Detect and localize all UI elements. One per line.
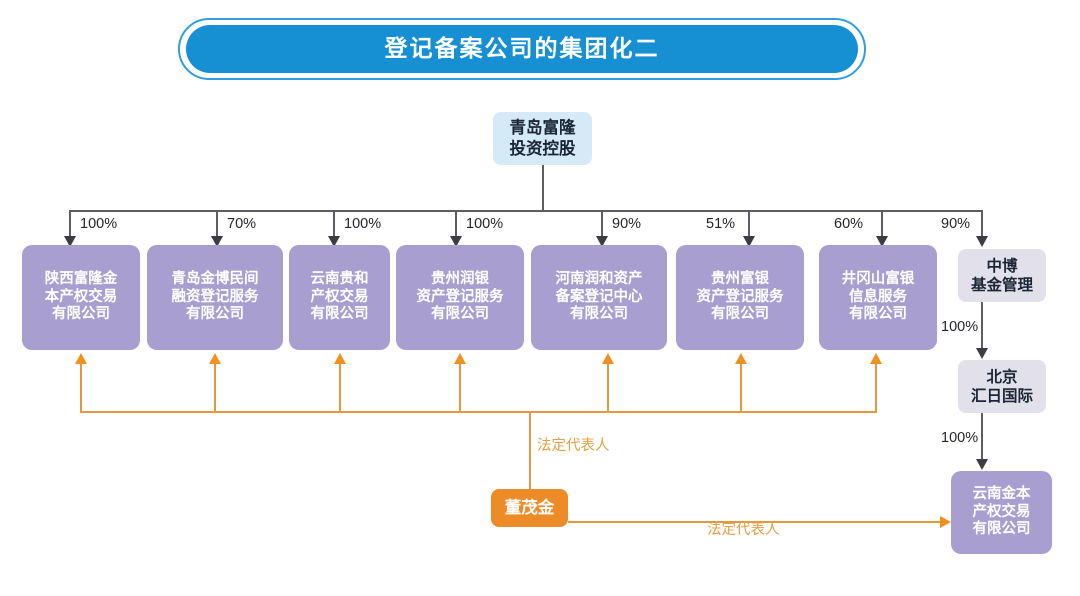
subsidiary-4-line-2: 资产登记服务: [416, 288, 504, 305]
orange-arrow-up-1: [75, 353, 87, 364]
node-subsidiary-5[interactable]: 河南润和资产 备案登记中心 有限公司: [531, 245, 667, 350]
orange-arrow-up-6: [735, 353, 747, 364]
drop-line-6: [748, 210, 750, 242]
subsidiary-1-line-3: 有限公司: [52, 306, 110, 323]
root-stem-line: [542, 165, 544, 211]
orange-bus-line: [80, 411, 877, 413]
title-outer-ring: [178, 18, 866, 80]
subsidiary-3-line-1: 云南贵和: [310, 270, 369, 287]
arrow-down-beijing-to-yunnan: [976, 459, 988, 470]
arrow-down-7: [876, 236, 888, 247]
pct-label-2: 70%: [227, 216, 257, 232]
drop-line-4: [455, 210, 457, 242]
orange-person-riser: [529, 411, 531, 489]
page-title: 登记备案公司的集团化二: [384, 35, 660, 62]
subsidiary-7-line-3: 有限公司: [849, 306, 907, 323]
pct-label-1: 100%: [80, 216, 118, 232]
orange-riser-2: [214, 364, 216, 412]
subsidiary-4-line-3: 有限公司: [431, 306, 489, 323]
node-subsidiary-7[interactable]: 井冈山富银 信息服务 有限公司: [819, 245, 937, 350]
orange-riser-6: [740, 364, 742, 412]
subsidiary-2-line-2: 融资登记服务: [171, 288, 259, 305]
orange-riser-5: [607, 364, 609, 412]
drop-line-3: [333, 210, 335, 242]
legal-rep-label-right: 法定代表人: [707, 522, 780, 538]
beijing-line-2: 汇日国际: [970, 386, 1033, 405]
beijing-line-1: 北京: [986, 367, 1018, 386]
node-subsidiary-6[interactable]: 贵州富银 资产登记服务 有限公司: [676, 245, 804, 350]
subsidiary-4-line-1: 贵州润银: [431, 270, 489, 287]
subsidiary-6-line-3: 有限公司: [711, 306, 769, 323]
yunnan-line-3: 有限公司: [972, 521, 1031, 538]
node-zhongbo-fund[interactable]: 中博 基金管理: [958, 249, 1046, 302]
legal-rep-label-up: 法定代表人: [537, 438, 610, 454]
node-yunnan-jinben[interactable]: 云南金本 产权交易 有限公司: [951, 471, 1052, 554]
arrow-down-1: [64, 236, 76, 247]
pct-label-right-branch: 90%: [941, 216, 971, 232]
diagram-title-banner: 登记备案公司的集团化二: [186, 25, 858, 73]
node-root-company[interactable]: 青岛富隆 投资控股: [493, 112, 592, 165]
person-name: 董茂金: [504, 497, 555, 517]
drop-line-beijing-to-yunnan: [981, 413, 983, 465]
pct-label-zhongbo-to-beijing: 100%: [941, 319, 979, 335]
arrow-down-6: [743, 236, 755, 247]
subsidiary-2-line-1: 青岛金博民间: [171, 270, 259, 287]
pct-label-4: 100%: [466, 216, 504, 232]
arrow-down-5: [596, 236, 608, 247]
subsidiary-5-line-2: 备案登记中心: [555, 288, 643, 305]
drop-line-2: [216, 210, 218, 242]
node-person-dong-maojin[interactable]: 董茂金: [491, 489, 568, 527]
subsidiary-5-line-1: 河南润和资产: [555, 270, 643, 287]
pct-label-5: 90%: [612, 216, 642, 232]
node-subsidiary-4[interactable]: 贵州润银 资产登记服务 有限公司: [396, 245, 524, 350]
arrow-down-3: [328, 236, 340, 247]
subsidiary-3-line-3: 有限公司: [310, 306, 369, 323]
orange-riser-7: [875, 364, 877, 412]
root-line-2: 投资控股: [509, 138, 576, 158]
zhongbo-line-2: 基金管理: [970, 275, 1033, 294]
root-line-1: 青岛富隆: [509, 118, 576, 138]
yunnan-line-1: 云南金本: [972, 485, 1031, 502]
orange-arrow-up-2: [209, 353, 221, 364]
orange-riser-3: [339, 364, 341, 412]
pct-label-beijing-to-yunnan: 100%: [941, 430, 979, 446]
pct-label-7: 60%: [834, 216, 864, 232]
drop-line-7: [881, 210, 883, 242]
drop-line-right-branch: [981, 210, 983, 242]
subsidiary-6-line-2: 资产登记服务: [696, 288, 784, 305]
pct-label-3: 100%: [344, 216, 382, 232]
pct-label-6: 51%: [706, 216, 736, 232]
orange-arrow-up-7: [870, 353, 882, 364]
zhongbo-line-1: 中博: [986, 256, 1018, 275]
drop-line-zhongbo-to-beijing: [981, 302, 983, 354]
subsidiary-1-line-2: 本产权交易: [44, 288, 118, 305]
distribution-bus-line: [70, 210, 982, 212]
node-beijing-huiri[interactable]: 北京 汇日国际: [958, 360, 1046, 413]
node-subsidiary-2[interactable]: 青岛金博民间 融资登记服务 有限公司: [147, 245, 283, 350]
drop-line-5: [601, 210, 603, 242]
arrow-down-2: [211, 236, 223, 247]
subsidiary-1-line-1: 陕西富隆金: [44, 270, 118, 287]
arrow-down-zhongbo-to-beijing: [976, 348, 988, 359]
orange-riser-1: [80, 364, 82, 412]
drop-line-1: [69, 210, 71, 242]
arrow-down-4: [450, 236, 462, 247]
subsidiary-7-line-1: 井冈山富银: [841, 270, 915, 287]
orange-arrow-up-5: [602, 353, 614, 364]
orange-arrow-up-4: [454, 353, 466, 364]
subsidiary-6-line-1: 贵州富银: [711, 270, 769, 287]
subsidiary-5-line-3: 有限公司: [570, 306, 628, 323]
subsidiary-7-line-2: 信息服务: [849, 288, 907, 305]
orange-arrow-right-yunnan: [940, 516, 951, 528]
subsidiary-3-line-2: 产权交易: [310, 288, 369, 305]
node-subsidiary-1[interactable]: 陕西富隆金 本产权交易 有限公司: [22, 245, 140, 350]
yunnan-line-2: 产权交易: [972, 503, 1031, 520]
orange-riser-4: [459, 364, 461, 412]
subsidiary-2-line-3: 有限公司: [186, 306, 244, 323]
orange-arrow-up-3: [334, 353, 346, 364]
arrow-down-right-branch: [976, 236, 988, 247]
node-subsidiary-3[interactable]: 云南贵和 产权交易 有限公司: [289, 245, 390, 350]
orange-person-to-yunnan-line: [568, 521, 943, 523]
